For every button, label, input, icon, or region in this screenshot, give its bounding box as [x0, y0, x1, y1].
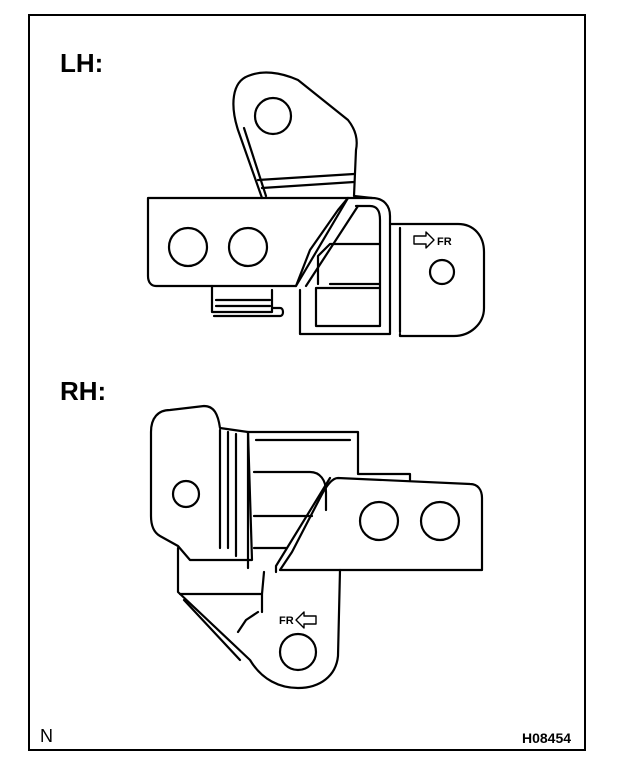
lh-upper-hole	[253, 96, 293, 136]
lh-bracket: FR	[146, 71, 486, 338]
lh-upper-tab	[232, 71, 374, 200]
lh-channel	[298, 196, 392, 336]
rh-channel	[246, 430, 412, 570]
lh-front-flange	[388, 222, 486, 338]
lh-hole-1	[167, 226, 209, 268]
lh-channel-inner	[314, 204, 382, 328]
lh-label: LH:	[60, 48, 104, 78]
corner-mark: N	[40, 726, 53, 746]
forward-arrow-icon	[413, 231, 435, 249]
rh-lower-flange-edges	[178, 570, 266, 662]
rh-front-plate-edge	[274, 476, 332, 574]
rh-fr-text: FR	[279, 615, 294, 627]
rh-hole-2	[419, 500, 461, 542]
lh-rear-plate	[146, 196, 350, 288]
rh-rear-plate	[149, 404, 254, 562]
lh-upper-tab-edge	[242, 126, 356, 198]
rh-lower-flange	[176, 546, 342, 690]
lh-front-hole	[428, 258, 456, 286]
rh-label: RH:	[60, 376, 107, 406]
rh-lower-hole	[278, 632, 318, 672]
rh-channel-inner	[252, 438, 352, 550]
rh-rear-hole	[171, 479, 201, 509]
figure-frame	[28, 14, 586, 751]
rh-hole-1	[358, 500, 400, 542]
rear-arrow-icon	[295, 611, 317, 629]
rh-rear-plate-inner	[218, 428, 238, 558]
lh-fr-text: FR	[437, 236, 452, 248]
lh-diagonal	[294, 196, 360, 288]
rh-front-plate	[278, 476, 484, 572]
figure-code: H08454	[522, 730, 572, 746]
lh-hole-2	[227, 226, 269, 268]
lh-clip	[210, 284, 285, 318]
rh-bracket: FR	[149, 404, 484, 690]
